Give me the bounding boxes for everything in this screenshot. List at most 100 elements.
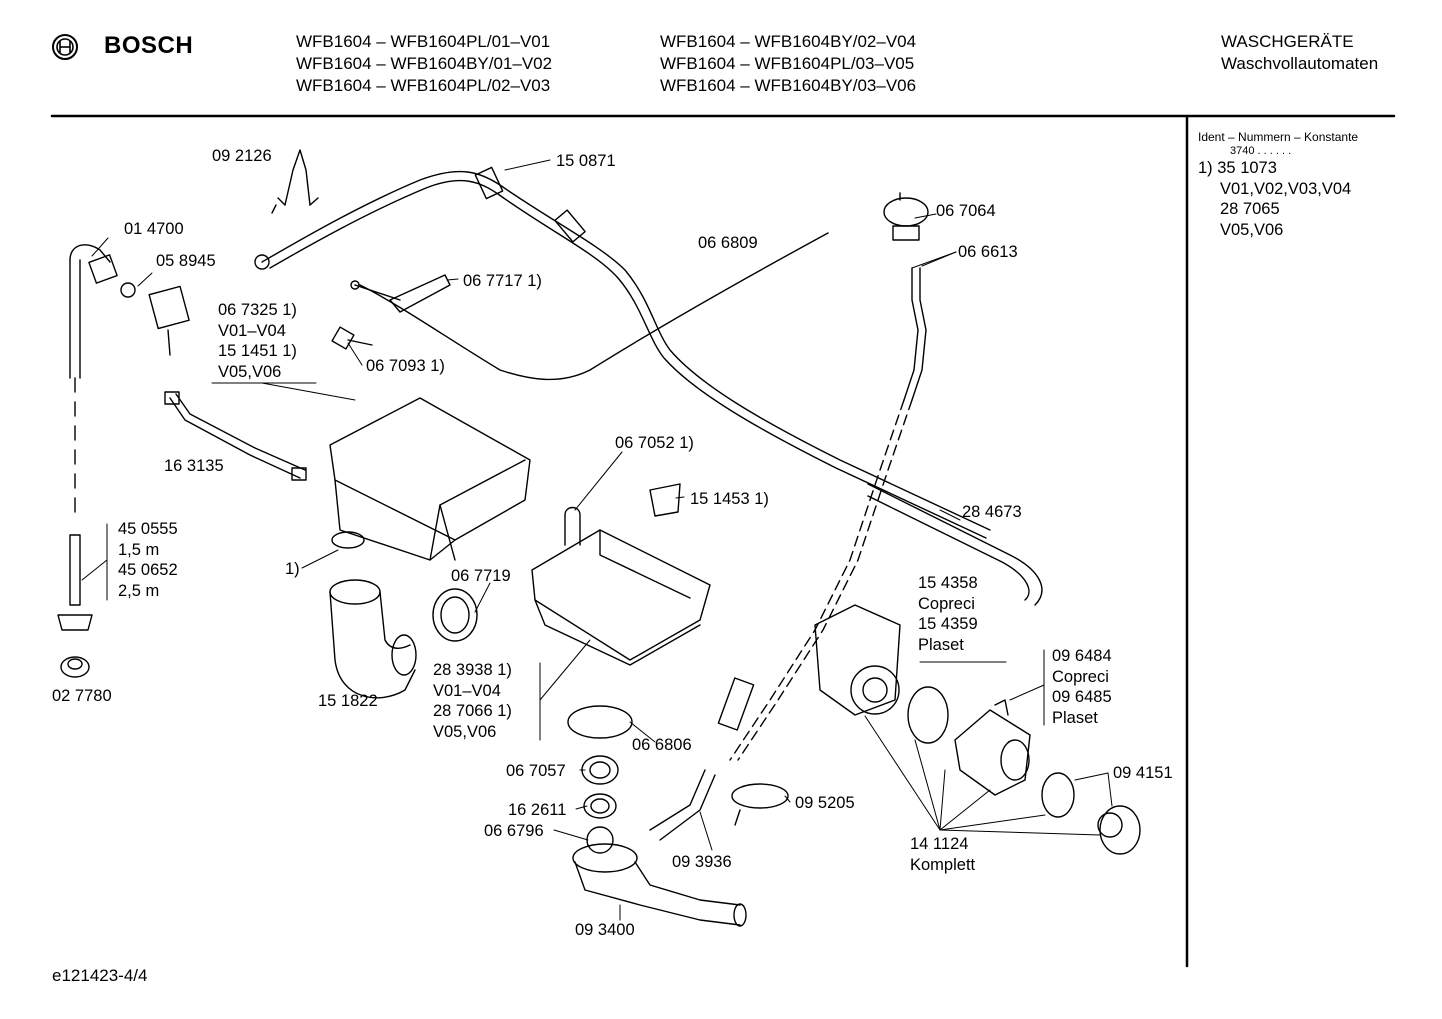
bosch-armature-icon xyxy=(52,34,78,60)
label-09-3936: 09 3936 xyxy=(672,853,732,871)
clip-09-5205 xyxy=(731,783,789,826)
valve-05-8945 xyxy=(148,285,190,356)
label-06-6806: 06 6806 xyxy=(632,736,692,754)
label-09-3400: 09 3400 xyxy=(575,921,635,939)
pump-14-1124 xyxy=(814,604,1141,855)
label-06-6796: 06 6796 xyxy=(484,822,544,840)
label-09-6484-block: 09 6484 Copreci 09 6485 Plaset xyxy=(1052,646,1112,728)
hose-15-0871 xyxy=(254,166,991,539)
ident-line-2: V01,V02,V03,V04 xyxy=(1220,179,1352,198)
footer-code: e121423-4/4 xyxy=(52,966,148,985)
model-line: WFB1604 – WFB1604BY/03–V06 xyxy=(660,76,917,95)
ident-sidebar: Ident – Nummern – Konstante 3740 . . . .… xyxy=(1198,130,1358,240)
label-line: 14 1124 xyxy=(910,835,969,853)
model-line: WFB1604 – WFB1604PL/02–V03 xyxy=(296,76,551,95)
label-06-7052: 06 7052 1) xyxy=(615,434,694,452)
label-15-1822: 15 1822 xyxy=(318,692,378,710)
category-subtitle: Waschvollautomaten xyxy=(1221,54,1379,73)
ident-line-3: 28 7065 xyxy=(1220,200,1280,218)
label-line: 1,5 m xyxy=(118,540,160,559)
label-line: Copreci xyxy=(918,594,975,613)
label-line: 15 4358 xyxy=(918,574,978,592)
label-line: 45 0652 xyxy=(118,561,178,579)
cap-02-7780 xyxy=(60,656,90,678)
bellows-15-1822 xyxy=(329,579,417,699)
label-09-4151: 09 4151 xyxy=(1113,764,1173,782)
label-line: 15 1451 1) xyxy=(218,342,297,360)
label-line: 45 0555 xyxy=(118,520,178,538)
clip-06-7052 xyxy=(564,506,581,546)
sump-09-3400 xyxy=(572,826,747,927)
seal-06-7057 xyxy=(581,755,619,785)
label-15-1453: 15 1453 1) xyxy=(690,490,769,508)
ident-line-1: 1) 35 1073 xyxy=(1198,159,1277,177)
label-line: 28 7066 1) xyxy=(433,702,512,720)
label-06-7064: 06 7064 xyxy=(936,202,996,220)
seal-16-2611 xyxy=(583,793,617,819)
label-line: 28 3938 1) xyxy=(433,661,512,679)
label-line: Komplett xyxy=(910,855,976,874)
label-1-note: 1) xyxy=(285,560,300,578)
label-14-1124-block: 14 1124 Komplett xyxy=(910,834,975,875)
label-line: Plaset xyxy=(1052,708,1098,727)
label-16-2611: 16 2611 xyxy=(508,801,567,819)
model-line: WFB1604 – WFB1604BY/02–V04 xyxy=(660,32,917,51)
clamp-06-7093 xyxy=(331,326,373,350)
label-09-5205: 09 5205 xyxy=(795,794,855,812)
hose-16-3135 xyxy=(164,391,307,481)
seal-05-8945-ring xyxy=(120,282,136,298)
label-06-7093: 06 7093 1) xyxy=(366,357,445,375)
label-line: V01–V04 xyxy=(433,681,501,700)
label-line: 2,5 m xyxy=(118,581,160,600)
label-line: V01–V04 xyxy=(218,321,286,340)
wire-06-6809 xyxy=(359,232,829,381)
label-line: V05,V06 xyxy=(218,362,282,381)
label-01-4700: 01 4700 xyxy=(124,220,184,238)
inlet-hose-45-0555 xyxy=(57,534,93,631)
seal-06-7719 xyxy=(432,588,478,642)
model-list-1: WFB1604 – WFB1604PL/01–V01 WFB1604 – WFB… xyxy=(296,31,552,97)
brand-name: BOSCH xyxy=(104,32,194,59)
pressure-switch-06-7064 xyxy=(883,192,929,241)
ident-title: Ident – Nummern – Konstante xyxy=(1198,130,1359,144)
model-line: WFB1604 – WFB1604BY/01–V02 xyxy=(296,54,553,73)
sensor-09-6484 xyxy=(994,699,1009,716)
label-15-0871: 15 0871 xyxy=(556,152,616,170)
label-02-7780: 02 7780 xyxy=(52,687,112,705)
label-06-7057: 06 7057 xyxy=(506,762,566,780)
clip-09-2126 xyxy=(271,149,319,214)
leader-lines xyxy=(81,159,1113,921)
elbow-01-4700 xyxy=(69,244,118,521)
label-16-3135: 16 3135 xyxy=(164,457,224,475)
label-06-7325-block: 06 7325 1) V01–V04 15 1451 1) V05,V06 xyxy=(218,300,297,382)
tube-06-6613 xyxy=(717,267,927,761)
label-09-2126: 09 2126 xyxy=(212,147,272,165)
label-line: 09 6484 xyxy=(1052,647,1112,665)
label-28-3938-block: 28 3938 1) V01–V04 28 7066 1) V05,V06 xyxy=(433,660,512,742)
label-line: Copreci xyxy=(1052,667,1109,686)
label-06-6809: 06 6809 xyxy=(698,234,758,252)
label-line: 15 4359 xyxy=(918,615,978,633)
model-line: WFB1604 – WFB1604PL/01–V01 xyxy=(296,32,551,51)
label-28-4673: 28 4673 xyxy=(962,503,1022,521)
detergent-drawer xyxy=(531,529,711,666)
model-line: WFB1604 – WFB1604PL/03–V05 xyxy=(660,54,915,73)
label-line: 09 6485 xyxy=(1052,688,1112,706)
bosch-logo: BOSCH xyxy=(50,32,230,66)
label-15-4358-block: 15 4358 Copreci 15 4359 Plaset xyxy=(918,573,978,655)
label-line: V05,V06 xyxy=(433,722,497,741)
ident-constant: 3740 . . . . . . xyxy=(1230,145,1292,157)
label-06-6613: 06 6613 xyxy=(958,243,1018,261)
category-block: WASCHGERÄTE Waschvollautomaten xyxy=(1221,31,1378,75)
hose-28-4673 xyxy=(867,483,1043,606)
flap-15-1453 xyxy=(649,483,681,517)
label-line: Plaset xyxy=(918,635,964,654)
detergent-housing xyxy=(329,397,531,561)
label-45-0555-block: 45 0555 1,5 m 45 0652 2,5 m xyxy=(118,519,178,601)
ident-line-4: V05,V06 xyxy=(1220,220,1284,239)
label-line: 06 7325 1) xyxy=(218,301,297,319)
ring-06-6806 xyxy=(567,705,633,739)
bracket-06-7717 xyxy=(350,274,451,313)
category-title: WASCHGERÄTE xyxy=(1221,32,1354,51)
